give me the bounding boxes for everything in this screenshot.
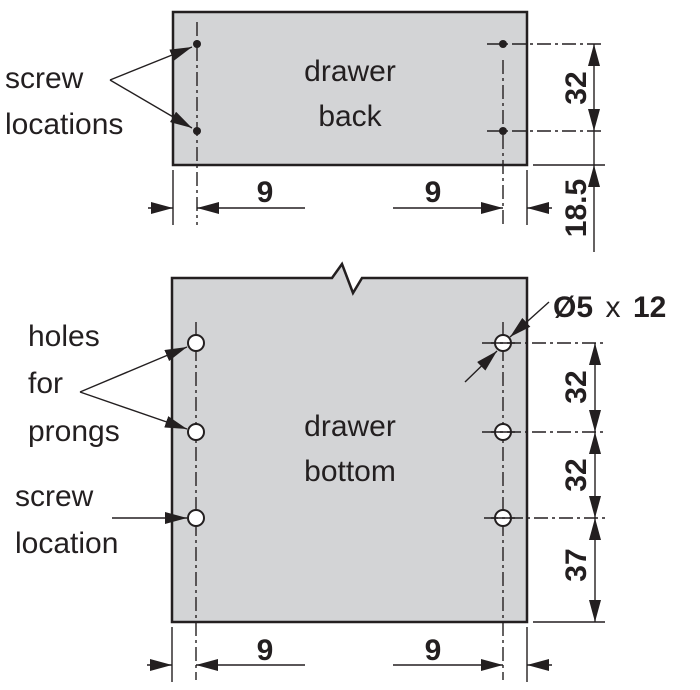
- hole-diameter: Ø5: [553, 291, 593, 324]
- screw-location-marker: [499, 40, 507, 48]
- hole-size-callout: Ø5 x 12: [464, 291, 666, 383]
- screw-location-label-line1: screw: [15, 480, 94, 513]
- dim-bottom-right-offset: 9: [425, 634, 442, 667]
- holes-label-line1: holes: [28, 320, 100, 353]
- screw-hole: [187, 509, 205, 527]
- screw-location-marker: [193, 40, 201, 48]
- dim-top-left-offset: 9: [257, 176, 274, 209]
- screw-location-marker: [193, 127, 201, 135]
- prong-hole: [187, 423, 205, 441]
- dim-top-right-offset: 9: [425, 176, 442, 209]
- dim-hole-spacing-2: 32: [560, 458, 593, 491]
- drawer-bottom-title-line1: drawer: [304, 410, 396, 443]
- holes-label-line2: for: [28, 367, 63, 400]
- hole-depth: 12: [633, 291, 666, 324]
- holes-label-line3: prongs: [28, 415, 120, 448]
- screw-location-callout: screw location: [15, 480, 187, 560]
- drawer-bottom-title-line2: bottom: [304, 455, 396, 488]
- dim-hole-bottom-offset: 37: [560, 548, 593, 581]
- top-vertical-dimensions: 32 18.5: [487, 43, 605, 252]
- hole-size-x: x: [605, 291, 620, 324]
- hole-size-label: Ø5 x 12: [553, 291, 666, 324]
- screw-locations-label-line2: locations: [5, 108, 123, 141]
- drawer-back-title-line1: drawer: [304, 55, 396, 88]
- screw-locations-callout: screw locations: [5, 46, 193, 141]
- bottom-horizontal-dimensions: 9 9: [147, 627, 552, 682]
- dim-hole-spacing-1: 32: [560, 370, 593, 403]
- screw-location-label-line2: location: [15, 527, 118, 560]
- dim-top-screw-spacing: 32: [560, 71, 593, 104]
- bottom-vertical-dimensions: 32 32 37: [482, 342, 605, 623]
- screw-location-marker: [499, 127, 507, 135]
- drawer-bottom-panel: drawer bottom: [170, 261, 529, 680]
- drawer-back-title-line2: back: [318, 100, 382, 133]
- prong-hole: [187, 334, 205, 352]
- holes-for-prongs-callout: holes for prongs: [28, 320, 188, 448]
- dim-bottom-left-offset: 9: [257, 634, 274, 667]
- drawer-back-panel: drawer back: [171, 10, 529, 225]
- dim-top-bottom-offset: 18.5: [560, 179, 593, 237]
- screw-locations-label-line1: screw: [5, 62, 84, 95]
- top-horizontal-dimensions: 9 9: [148, 170, 552, 225]
